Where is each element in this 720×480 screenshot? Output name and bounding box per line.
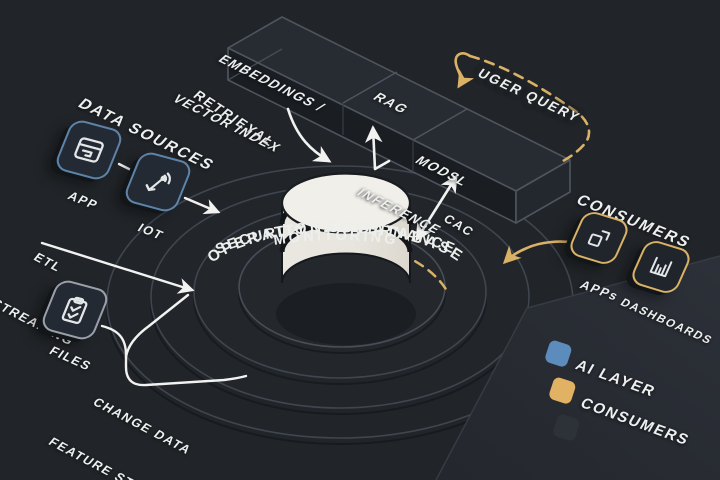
apps-cube-icon: [587, 230, 611, 247]
retrieval-arrow: [286, 107, 332, 163]
database-cylinder: [276, 172, 416, 345]
files-merge-line: [124, 293, 190, 359]
change-data-line-2: FEATURE STORE: [45, 434, 166, 480]
embeddings-line-1: EMBEDDINGS /: [215, 51, 330, 114]
iot-antenna-icon: [145, 172, 171, 192]
consumers-to-db-arrow: [502, 240, 579, 265]
files-clipboard-icon: [61, 296, 88, 324]
files-source-card: [38, 277, 112, 343]
legend-swatch-consumers: [549, 377, 576, 404]
app-iot-link-line: [117, 162, 135, 173]
ai-box-end-face: [515, 159, 571, 224]
user-query-hook-arrow: [454, 52, 475, 89]
legend-swatches: [545, 340, 580, 441]
change-data-line-1: CHANGE DATA: [90, 394, 196, 457]
dashboards-bar-chart-icon: [649, 256, 673, 278]
files-change-data-line: [100, 324, 248, 387]
apps-consumer-card: [566, 208, 632, 268]
iot-source-card: [121, 149, 195, 215]
app-window-icon: [74, 137, 104, 163]
rag-up-arrow: [364, 125, 391, 171]
legend-swatch-ghost: [553, 414, 580, 441]
ai-box-divider-1: [342, 71, 398, 104]
model-inference-line-1: MODSL: [411, 153, 473, 189]
dashboards-consumer-card: [628, 237, 694, 297]
user-query-dashed-path: [468, 54, 591, 163]
ai-box-divider-2: [412, 108, 468, 141]
etl-streaming-arrow: [40, 241, 195, 294]
ring-label-monitoring: MONITORING: [273, 228, 397, 249]
svg-text:MONITORING: MONITORING: [273, 228, 400, 249]
legend-swatch-ai-layer: [545, 340, 572, 367]
app-source-card: [52, 117, 126, 183]
iot-to-db-arrow: [183, 196, 221, 215]
cache-double-arrow: [415, 174, 458, 242]
